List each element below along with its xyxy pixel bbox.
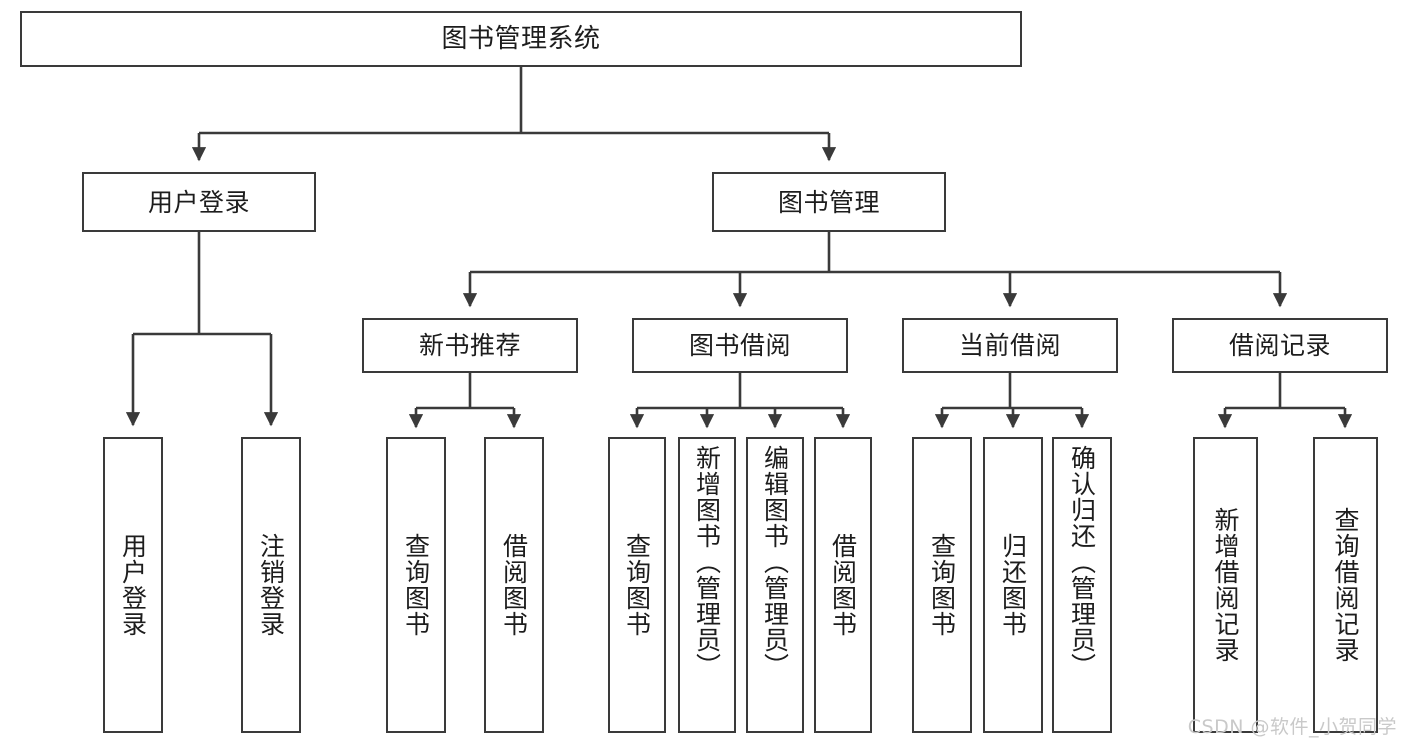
node-book-borrow[interactable]: 图书借阅: [632, 318, 848, 373]
node-current-borrow[interactable]: 当前借阅: [902, 318, 1118, 373]
leaf-return-book[interactable]: 归还图书: [983, 437, 1043, 733]
node-book-manage-label: 图书管理: [777, 187, 880, 217]
leaf-query-book-borrow-label: 查询图书: [622, 533, 652, 637]
leaf-logout[interactable]: 注销登录: [241, 437, 301, 733]
leaf-confirm-return-admin[interactable]: 确认归还（管理员）: [1052, 437, 1112, 733]
leaf-query-book-current-label: 查询图书: [927, 533, 957, 637]
leaf-query-book-new[interactable]: 查询图书: [386, 437, 446, 733]
node-root-label: 图书管理系统: [441, 24, 601, 54]
leaf-add-book-admin[interactable]: 新增图书（管理员）: [678, 437, 736, 733]
node-book-borrow-label: 图书借阅: [688, 331, 791, 360]
leaf-user-login-label: 用户登录: [118, 533, 148, 637]
leaf-return-book-label: 归还图书: [998, 533, 1028, 637]
leaf-query-book-current[interactable]: 查询图书: [912, 437, 972, 733]
node-borrow-record-label: 借阅记录: [1228, 331, 1331, 360]
leaf-borrow-book-label: 借阅图书: [828, 533, 858, 637]
leaf-borrow-book-new[interactable]: 借阅图书: [484, 437, 544, 733]
leaf-logout-label: 注销登录: [256, 533, 286, 637]
node-user-login-label: 用户登录: [147, 187, 250, 217]
leaf-edit-book-admin[interactable]: 编辑图书（管理员）: [746, 437, 804, 733]
leaf-query-borrow-record-label: 查询借阅记录: [1331, 507, 1360, 663]
node-new-book-recommend[interactable]: 新书推荐: [362, 318, 578, 373]
leaf-query-borrow-record[interactable]: 查询借阅记录: [1313, 437, 1378, 733]
node-current-borrow-label: 当前借阅: [958, 331, 1061, 360]
leaf-query-book-borrow[interactable]: 查询图书: [608, 437, 666, 733]
node-root[interactable]: 图书管理系统: [20, 11, 1022, 67]
leaf-query-book-new-label: 查询图书: [401, 533, 431, 637]
leaf-edit-book-admin-label: 编辑图书（管理员）: [760, 445, 790, 679]
leaf-confirm-return-admin-label: 确认归还（管理员）: [1067, 445, 1097, 679]
leaf-user-login[interactable]: 用户登录: [103, 437, 163, 733]
leaf-add-borrow-record-label: 新增借阅记录: [1211, 507, 1240, 663]
leaf-add-borrow-record[interactable]: 新增借阅记录: [1193, 437, 1258, 733]
leaf-borrow-book-new-label: 借阅图书: [499, 533, 529, 637]
node-book-manage[interactable]: 图书管理: [712, 172, 946, 232]
node-user-login[interactable]: 用户登录: [82, 172, 316, 232]
leaf-add-book-admin-label: 新增图书（管理员）: [692, 445, 722, 679]
node-borrow-record[interactable]: 借阅记录: [1172, 318, 1388, 373]
csdn-watermark: CSDN @软件_小贺同学: [1187, 716, 1397, 738]
leaf-borrow-book[interactable]: 借阅图书: [814, 437, 872, 733]
node-new-book-recommend-label: 新书推荐: [418, 331, 521, 360]
